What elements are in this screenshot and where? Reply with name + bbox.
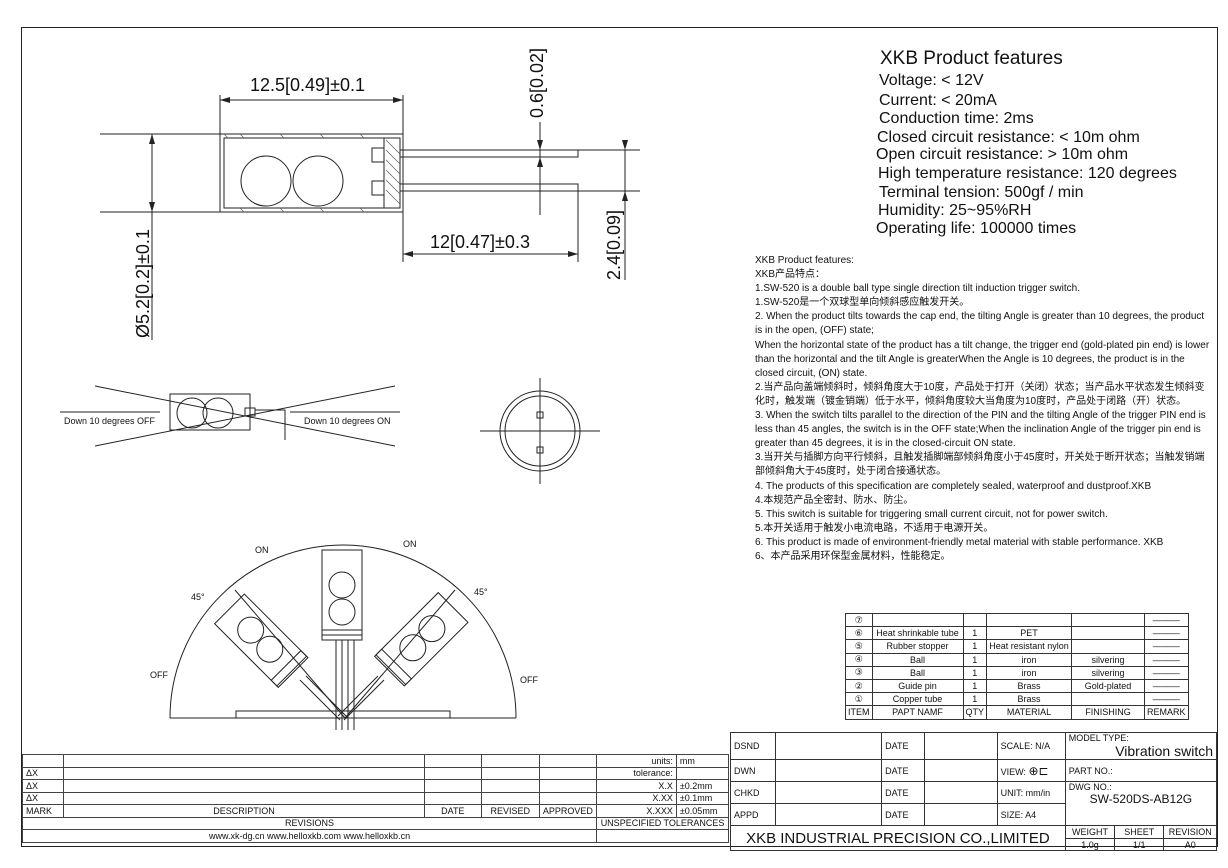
dwg-no: SW-520DS-AB12G (1089, 792, 1193, 806)
feature-line: Open circuit resistance: > 10m ohm (876, 146, 1129, 163)
pin-bottom (399, 183, 579, 192)
tilt-arc (169, 544, 517, 719)
arc-off-left: OFF (150, 670, 168, 680)
switch-body-outline (219, 133, 404, 213)
dim-pin-pitch: 2.4[0.09] (604, 209, 624, 280)
rubber-stopper (383, 137, 401, 209)
delta-mark: ΔX (21, 791, 65, 805)
desc-line: 2. When the product tilts towards the ca… (755, 311, 1205, 337)
drawing-frame (21, 27, 1218, 847)
dim-body-diameter: Ø5.2[0.2]±0.1 (133, 229, 153, 338)
bom-row: ⑦——— (845, 612, 1189, 628)
desc-line: 3.当开关与插脚方向平行倾斜，且触发插脚端部倾斜角度小于45度时，开关处于断开状… (755, 452, 1205, 478)
arc-on-right: ON (403, 539, 417, 549)
desc-line: XKB Product features: (755, 255, 854, 266)
dim-pin-length: 12[0.47]±0.3 (430, 232, 530, 252)
desc-line: 6. This product is made of environment-f… (755, 536, 1164, 548)
desc-line: 5.本开关适用于触发小电流电路，不适用于电源开关。 (755, 522, 994, 534)
left-tilted-switch (213, 593, 308, 687)
desc-line: 5. This switch is suitable for triggerin… (755, 508, 1108, 520)
desc-line: When the horizontal state of the product… (755, 339, 1210, 379)
projection-symbol-icon: ⊕⊏ (1028, 763, 1049, 778)
feature-line: Current: < 20mA (879, 92, 997, 109)
arc-off-right: OFF (520, 675, 538, 685)
pin-head-bottom (371, 180, 385, 196)
model-type: Vibration switch (1115, 743, 1213, 759)
arc-deg-left: 45° (191, 592, 205, 602)
company-name: XKB INDUSTRIAL PRECISION CO.,LIMITED (730, 825, 1066, 851)
websites: www.xk-dg.cn www.helloxkb.com www.hellox… (21, 829, 598, 843)
unspecified-tolerances: UNSPECIFIED TOLERANCES (596, 816, 729, 830)
desc-line: 1.SW-520是一个双球型单向倾斜感应触发开关。 (755, 297, 970, 309)
delta-mark: ΔX (21, 766, 65, 780)
desc-line: 4. The products of this specification ar… (755, 480, 1152, 492)
desc-line: 2.当产品向盖端倾斜时，倾斜角度大于10度，产品处于打开（关闭）状态；当产品水平… (755, 381, 1205, 407)
arc-deg-right: 45° (474, 587, 488, 597)
delta-mark: ΔX (21, 779, 65, 793)
feature-line: Humidity: 25~95%RH (878, 202, 1032, 219)
tilt-off-label: Down 10 degrees OFF (64, 416, 156, 426)
product-description: XKB Product features: XKB产品特点： 1.SW-520 … (755, 254, 1210, 564)
feature-line: High temperature resistance: 120 degrees (878, 165, 1177, 182)
ball-2 (292, 155, 344, 207)
ball-1 (240, 155, 292, 207)
desc-line: 1.SW-520 is a double ball type single di… (755, 283, 1080, 295)
features-title: XKB Product features (880, 48, 1063, 69)
desc-line: 4.本规范产品全密封、防水、防尘。 (755, 494, 914, 506)
feature-line: Operating life: 100000 times (876, 220, 1077, 237)
dim-length: 12.5[0.49]±0.1 (250, 75, 365, 95)
part-no-label: PART NO.: (1064, 759, 1218, 782)
right-tilted-switch (375, 591, 469, 686)
model-type-label: MODEL TYPE: (1068, 733, 1129, 743)
desc-line: 3. When the switch tilts parallel to the… (755, 410, 1206, 450)
dwg-no-label: DWG NO.: (1068, 782, 1112, 792)
feature-line: Voltage: < 12V (879, 72, 984, 89)
revisions-title: REVISIONS (21, 816, 598, 830)
upright-switch (321, 549, 363, 636)
switch-tube-inner (223, 137, 385, 209)
pin-top (399, 149, 579, 158)
feature-line: Terminal tension: 500gf / min (879, 184, 1084, 201)
desc-line: 6、本产品采用环保型金属材料，性能稳定。 (755, 550, 951, 562)
dim-pin-diameter: 0.6[0.02] (527, 47, 547, 118)
pin-head-top (371, 147, 385, 163)
tilt-on-label: Down 10 degrees ON (304, 416, 391, 426)
arc-on-left: ON (255, 545, 269, 555)
feature-line: Closed circuit resistance: < 10m ohm (877, 129, 1140, 146)
feature-line: Conduction time: 2ms (879, 110, 1034, 127)
desc-line: XKB产品特点： (755, 269, 826, 281)
